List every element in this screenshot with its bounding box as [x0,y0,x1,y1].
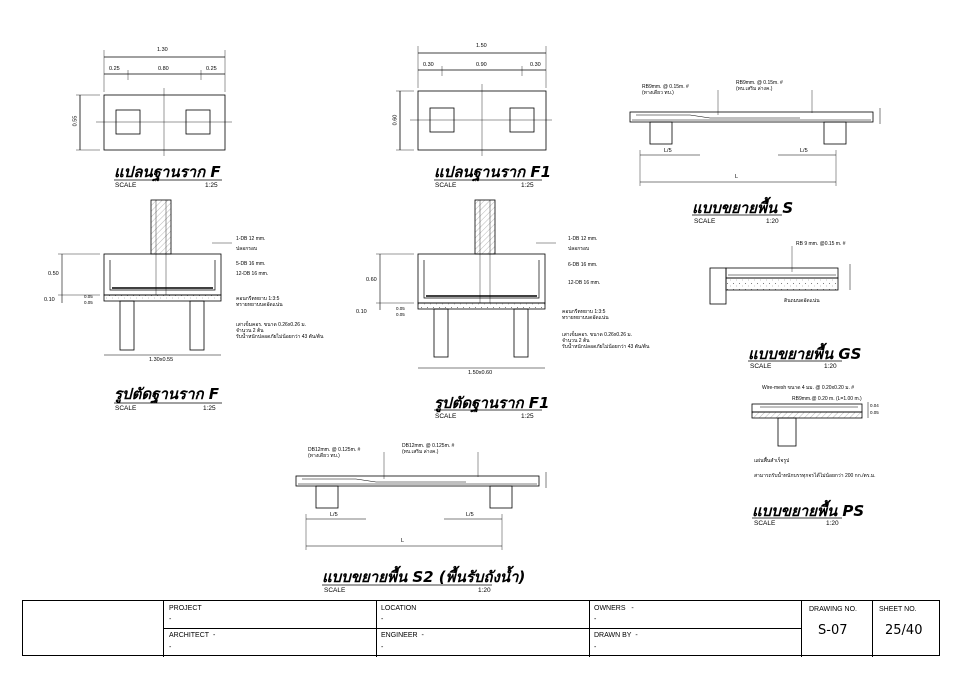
section-f1-note-4: 12-DB 16 mm. [568,280,601,286]
plan-f1-title: แปลนฐานราก F1 [434,163,552,181]
slab-ps-note-1: Wire-mesh ขนาด 4 มม. @ 0.20x0.20 ม. # [762,385,855,391]
slab-ps-note-2: RB9mm.@ 0.20 m. (L=1.00 m.) [792,396,862,402]
slab-gs-note-2: ดินถมบดอัดแน่น [784,298,820,304]
slab-gs-note-1: RB 9 mm. @0.15 m. # [796,241,846,247]
slab-s2-drawing [295,452,547,550]
section-f-title: รูปตัดฐานราก F [114,385,220,403]
title-underlines [114,179,842,586]
section-f-dim-h: 0.50 [48,271,59,277]
section-f-dim-b: 0.10 [44,297,55,303]
section-f-dim-c2: 0.05 [84,300,93,305]
slab-s-span-left: L/5 [664,148,672,154]
slab-s2-title: แบบขยายพื้น S2 (พื้นรับถังน้ำ) [322,568,526,586]
section-f1-dim-c1: 0.05 [396,306,405,311]
architect-value: - [169,644,172,651]
slab-ps-dim-2: 0.05 [870,410,879,415]
plan-f1-dim-height: 0.60 [392,114,399,126]
section-f1-dim-c2: 0.05 [396,312,405,317]
plan-f1-dim-total: 1.50 [476,43,487,49]
sheet-no-label: SHEET NO. [879,606,917,613]
section-f1-note-2: ปลอกรอบ [568,246,590,252]
section-f-note-2: ปลอกรอบ [236,246,258,252]
section-f1-dim-h: 0.60 [366,277,377,283]
slab-s-note-right: RB9mm. @ 0.15m. #(ทบ.เสริม ล่างค.) [736,80,783,92]
project-value: - [169,616,172,623]
engineer-label: ENGINEER - [381,632,424,639]
section-f1-note-7: เสาเข็มคอร. ขนาด 0.26x0.26 ม.จำนวน 2 ต้น… [562,332,650,350]
slab-s-span-right: L/5 [800,148,808,154]
slab-ps-title: แบบขยายพื้น PS [752,502,865,520]
plan-f-dim-left: 0.25 [109,66,120,72]
drawn-by-label: DRAWN BY - [594,632,638,639]
slab-s2-span: L [401,538,405,544]
section-f1-dim-base: 1.50x0.60 [468,370,493,376]
slab-gs-title: แบบขยายพื้น GS [748,345,862,363]
architect-label: ARCHITECT - [169,632,216,639]
sheet-no: 25/40 [885,623,923,638]
slab-s2-note-right: DB12mm. @ 0.125m. #(ทบ.เสริม ล่างค.) [402,443,455,455]
plan-f-dim-right: 0.25 [206,66,217,72]
slab-s2-note-left: DB12mm. @ 0.125m. #(ทางเดียว ทบ.) [308,447,361,459]
section-f1-drawing [376,199,556,369]
plan-f-dim-mid: 0.80 [158,66,169,72]
section-f1-dim-b: 0.10 [356,309,367,315]
section-f-note-1: 1-DB 12 mm. [236,236,266,242]
location-value: - [381,616,384,623]
owners-value: - [594,616,597,623]
drawing-no: S-07 [818,623,848,638]
slab-ps-drawing [751,402,869,447]
location-label: LOCATION [381,605,417,612]
plan-f1-dim-right: 0.30 [530,62,541,68]
section-f-dim-base: 1.30x0.55 [149,357,174,363]
slab-ps-note-3: แผ่นพื้นสำเร็จรูป [754,458,790,464]
slab-s-title: แบบขยายพื้น S [692,199,794,217]
plan-f-dim-total: 1.30 [157,47,168,53]
slab-s-note-left: RB9mm. @ 0.15m. #(ทางเดียว ทบ.) [642,84,689,96]
engineer-value: - [381,644,384,651]
section-f1-note-1: 1-DB 12 mm. [568,236,598,242]
section-f-note-7: เสาเข็มคอร. ขนาด 0.26x0.26 ม.จำนวน 2 ต้น… [236,322,324,340]
section-f-note-3: 5-DB 16 mm. [236,261,266,267]
plan-f-title: แปลนฐานราก F [114,163,221,181]
slab-s2-span-right: L/5 [466,512,474,518]
owners-label: OWNERS - [594,605,634,612]
slab-s2-span-left: L/5 [330,512,338,518]
plan-f-drawing [76,50,232,156]
slab-gs-drawing [709,246,851,305]
section-f-drawing [58,199,232,356]
slab-ps-note-4: สามารถรับน้ำหนักบรรทุกจรได้ไม่น้อยกว่า 2… [754,473,876,479]
title-block: PROJECT - LOCATION - OWNERS - - ARCHITEC… [22,600,940,657]
plan-f-dim-height: 0.55 [72,115,79,127]
project-label: PROJECT [169,605,202,612]
drawn-by-value: - [594,644,597,651]
drawing-no-label: DRAWING NO. [809,606,857,613]
section-f1-title: รูปตัดฐานราก F1 [434,394,550,412]
section-f-dim-c1: 0.05 [84,294,93,299]
plan-f1-drawing [396,46,552,156]
section-f1-note-3: 6-DB 16 mm. [568,262,598,268]
slab-ps-dim-1: 0.04 [870,403,879,408]
section-f-note-4: 12-DB 16 mm. [236,271,269,277]
plan-f1-dim-mid: 0.90 [476,62,487,68]
slab-s-span: L [735,174,739,180]
slab-s-drawing [629,90,881,186]
plan-f1-dim-left: 0.30 [423,62,434,68]
